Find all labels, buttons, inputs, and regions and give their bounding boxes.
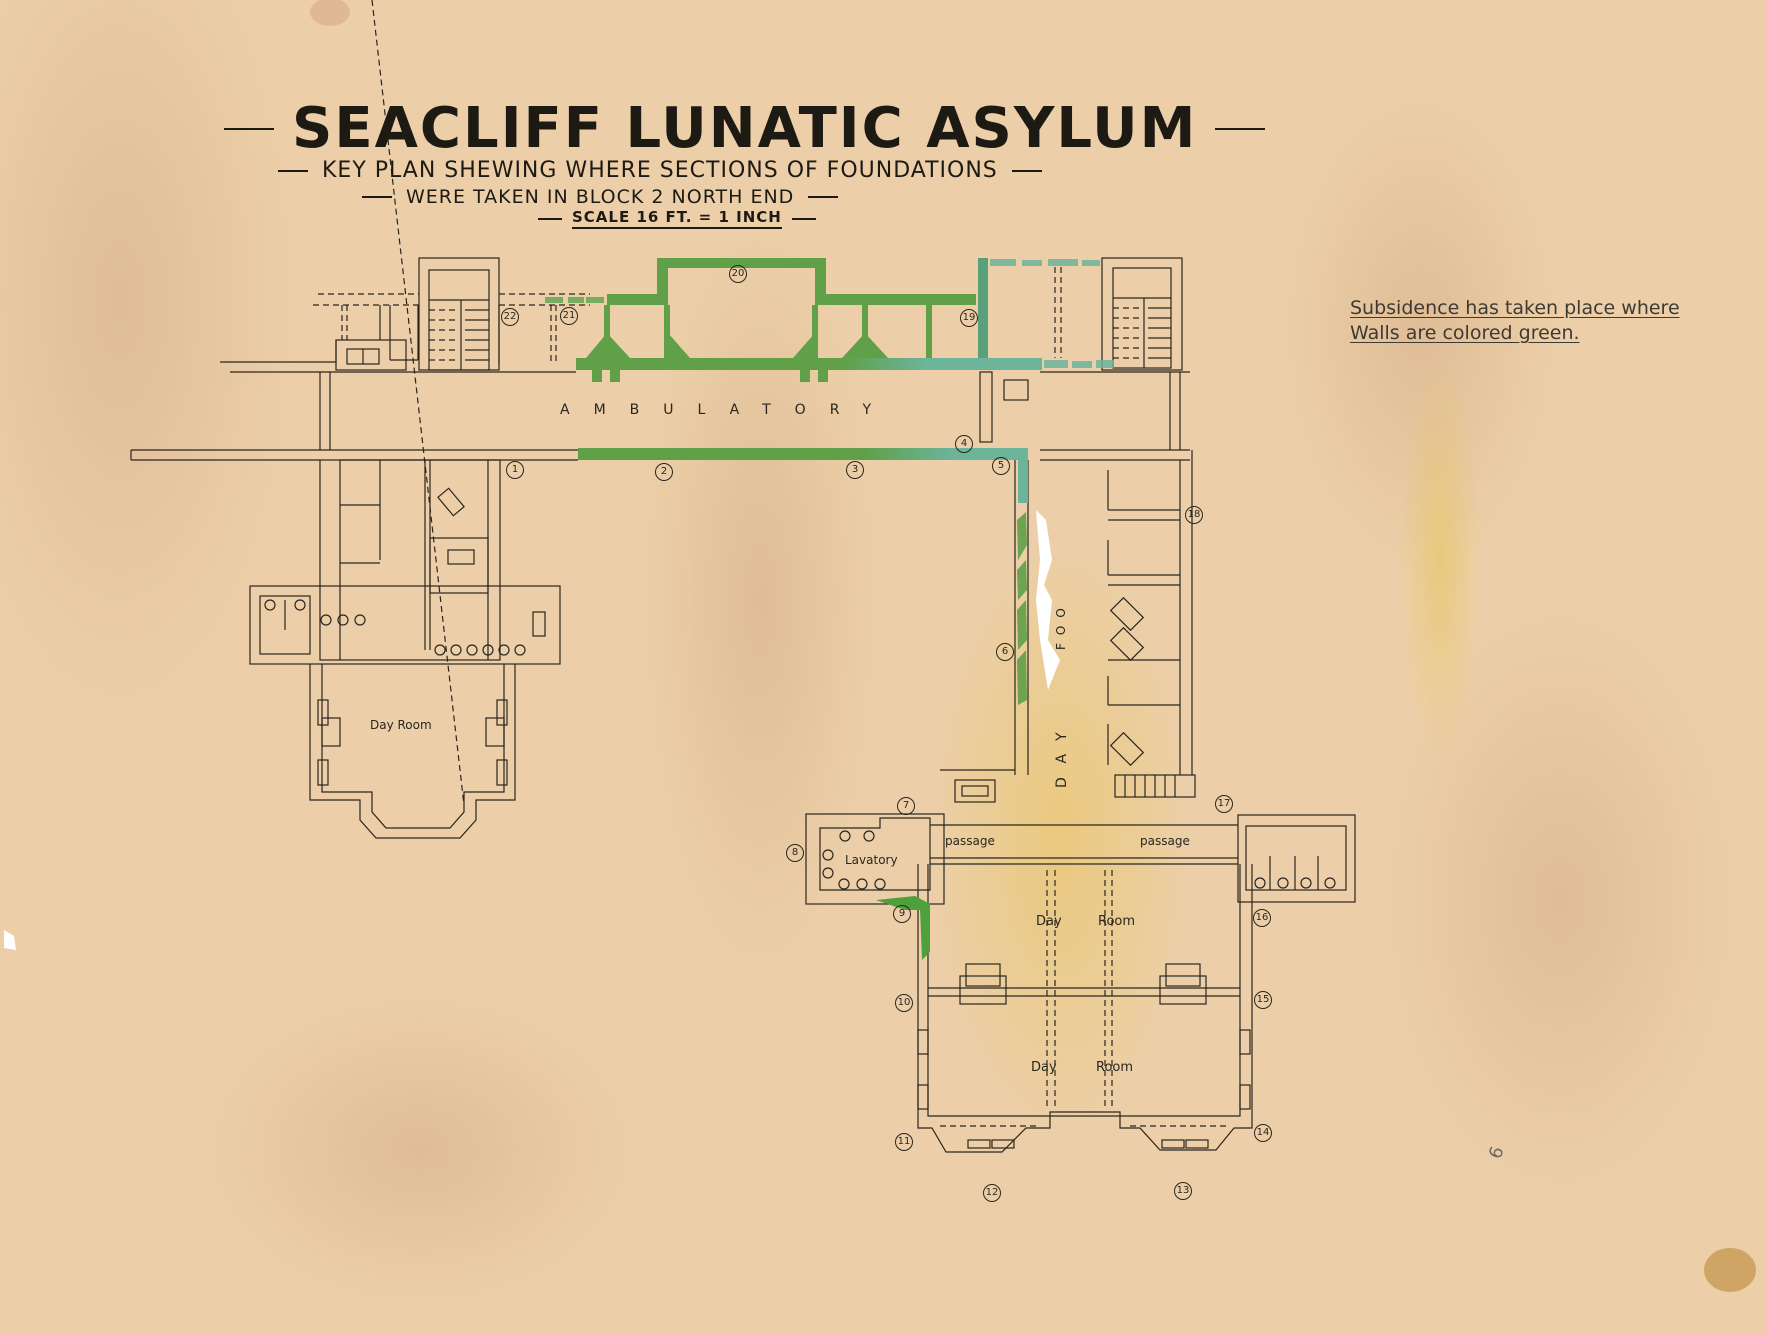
- title-text: Seacliff Lunatic Asylum: [292, 96, 1198, 161]
- section-marker: 16: [1253, 909, 1271, 927]
- room-label-lower-room: Room: [1096, 1060, 1134, 1075]
- section-marker: 9: [893, 905, 911, 923]
- room-label-upper-day: Day: [1036, 914, 1062, 929]
- section-marker: 10: [895, 994, 913, 1012]
- room-label-upper-room: Room: [1098, 914, 1136, 929]
- section-marker: 6: [996, 643, 1014, 661]
- scale-line: Scale 16 Ft. = 1 inch: [538, 208, 816, 229]
- section-marker: 18: [1185, 506, 1203, 524]
- subtitle-line-2: were taken in Block 2 North End: [362, 186, 839, 208]
- room-label-corridor-floor: FOO: [1054, 600, 1068, 650]
- title-block: Seacliff Lunatic Asylum Key Plan shewing…: [0, 0, 1266, 240]
- scale-rule-right: [791, 217, 816, 220]
- scale-text: Scale 16 Ft. = 1 inch: [572, 208, 782, 229]
- drawing-title: Seacliff Lunatic Asylum: [224, 96, 1266, 161]
- subtitle-text-2: were taken in Block 2 North End: [406, 186, 795, 208]
- room-label-left-day-room: Day Room: [370, 718, 432, 732]
- section-marker: 12: [983, 1184, 1001, 1202]
- section-marker: 3: [846, 461, 864, 479]
- subtitle-line-1: Key Plan shewing where sections of found…: [278, 158, 1042, 183]
- section-marker: 17: [1215, 795, 1233, 813]
- subtitle2-rule-left: [362, 196, 392, 198]
- section-marker: 5: [992, 457, 1010, 475]
- section-marker: 22: [501, 308, 519, 326]
- legend-note: Subsidence has taken place where Walls a…: [1350, 296, 1680, 346]
- section-marker: 20: [729, 265, 747, 283]
- subtitle-text-1: Key Plan shewing where sections of found…: [322, 158, 998, 183]
- section-marker: 13: [1174, 1182, 1192, 1200]
- section-marker: 8: [786, 844, 804, 862]
- room-label-lower-day: Day: [1031, 1060, 1057, 1075]
- wall-linework: [130, 0, 1356, 1153]
- room-label-ambulatory: AMBULATORY: [560, 402, 896, 418]
- title-rule-right: [1215, 127, 1266, 130]
- section-marker: 21: [560, 307, 578, 325]
- section-marker: 2: [655, 463, 673, 481]
- section-marker: 4: [955, 435, 973, 453]
- paper-stains: [0, 0, 1756, 1310]
- subtitle-rule-left: [278, 169, 308, 172]
- section-marker: 19: [960, 309, 978, 327]
- room-label-passage-right: passage: [1140, 834, 1190, 848]
- section-marker: 14: [1254, 1124, 1272, 1142]
- legend-line-2: Walls are colored green.: [1350, 322, 1580, 344]
- scale-rule-left: [538, 217, 562, 220]
- section-marker: 15: [1254, 991, 1272, 1009]
- subtitle2-rule-right: [808, 196, 839, 198]
- section-marker: 11: [895, 1133, 913, 1151]
- room-label-day-corridor: DAY: [1054, 718, 1070, 788]
- title-rule-left: [224, 127, 274, 130]
- section-marker: 7: [897, 797, 915, 815]
- subtitle-rule-right: [1011, 169, 1042, 172]
- subsidence-walls: [545, 258, 1114, 960]
- section-marker: 1: [506, 461, 524, 479]
- legend-line-1: Subsidence has taken place where: [1350, 297, 1680, 319]
- room-label-passage-left: passage: [945, 834, 995, 848]
- room-label-lavatory: Lavatory: [845, 853, 898, 867]
